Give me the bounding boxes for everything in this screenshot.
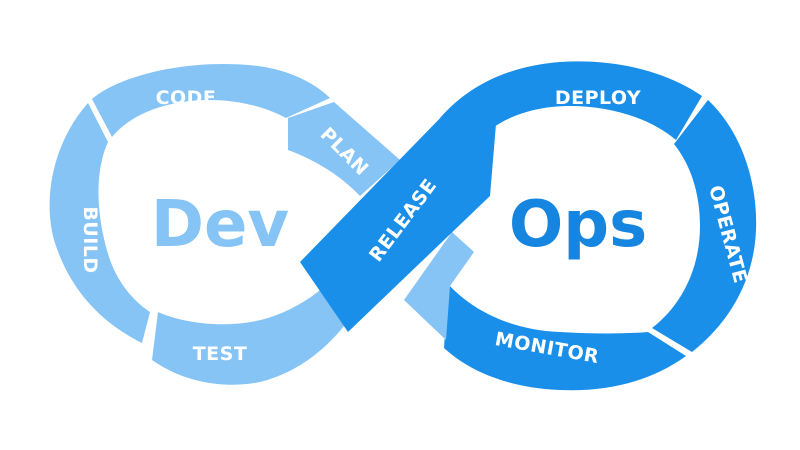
dev-title: Dev (151, 188, 289, 262)
label-test: TEST (193, 343, 248, 365)
ops-loop (300, 61, 757, 391)
segment-operate (652, 100, 757, 352)
dev-loop (49, 63, 400, 385)
label-build: BUILD (79, 206, 101, 273)
segment-deploy (440, 61, 702, 140)
label-code: CODE (156, 87, 217, 109)
label-deploy: DEPLOY (555, 87, 641, 109)
segment-code (92, 63, 330, 137)
segment-transition (404, 232, 474, 340)
segment-plan (288, 102, 400, 196)
segment-build (49, 103, 151, 343)
ops-title: Ops (509, 188, 647, 262)
segment-test (152, 290, 350, 385)
segment-release (300, 110, 496, 332)
segment-monitor (444, 284, 686, 391)
